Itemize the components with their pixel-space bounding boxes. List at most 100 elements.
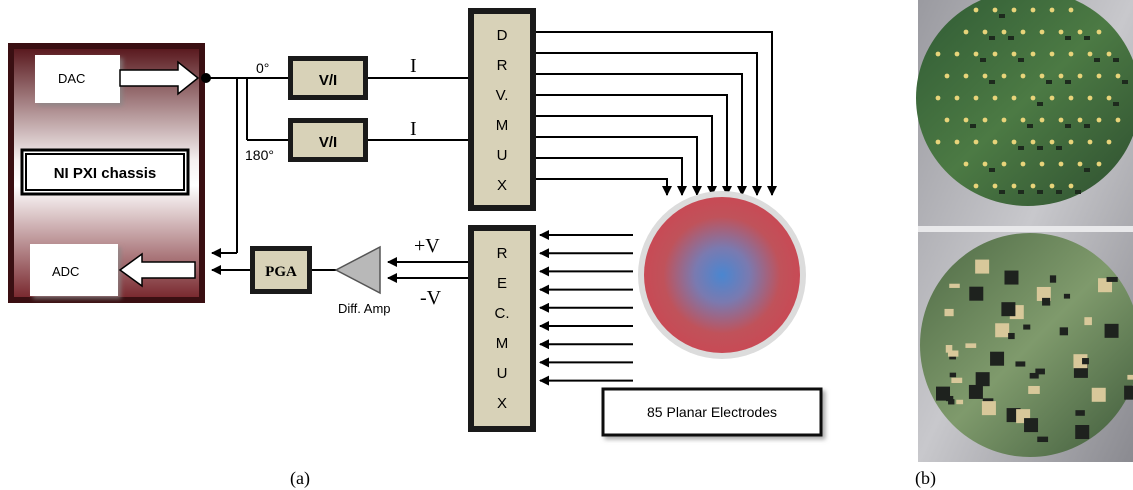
pcb-component	[1018, 190, 1024, 194]
drv-mux: DRV.MUX	[468, 8, 536, 211]
pcb-pad	[1068, 139, 1074, 145]
pcb-pad	[1011, 95, 1017, 101]
pcb-pad	[973, 95, 979, 101]
pcb-pad	[1077, 117, 1083, 123]
pcb-pad	[1049, 7, 1055, 13]
pcb-chip	[975, 372, 990, 387]
pcb-chip	[1024, 418, 1039, 433]
electrode-disc-face	[644, 197, 800, 353]
pcb-chip	[1028, 385, 1040, 394]
caption-b: (b)	[915, 468, 936, 489]
pcb-chip	[945, 345, 953, 353]
rec-mux-letters: REC.MUX	[495, 245, 510, 412]
rec-mux: REC.MUX	[468, 225, 536, 432]
pcb-component	[989, 80, 995, 84]
pcb-chip	[1023, 324, 1031, 330]
drv-mux-letter-3: M	[496, 117, 509, 134]
pcb-chip	[1049, 275, 1057, 283]
drv-mux-letter-0: D	[497, 27, 508, 44]
pcb-pad	[963, 161, 969, 167]
pcb-pad	[1001, 161, 1007, 167]
minus-v-label: -V	[420, 287, 442, 309]
pcb-chip	[956, 399, 964, 405]
pcb-pad	[1058, 29, 1064, 35]
drv-mux-letter-4: U	[497, 147, 508, 164]
rec-mux-letter-0: R	[497, 245, 508, 262]
pcb-pad	[935, 51, 941, 57]
pcb-chip	[944, 308, 954, 317]
pcb-pad	[1087, 51, 1093, 57]
pcb-chip	[1036, 286, 1051, 301]
pcb-chip	[1037, 436, 1049, 443]
pcb-pad	[973, 139, 979, 145]
pcb-pad	[1068, 95, 1074, 101]
pcb-chip	[1075, 410, 1085, 416]
pcb-component	[1084, 36, 1090, 40]
pcb-pad	[1001, 73, 1007, 79]
pcb-component	[1075, 190, 1081, 194]
pcb-pad	[992, 7, 998, 13]
electrode-disc	[638, 191, 806, 359]
pga-inner	[255, 251, 307, 289]
pcb-chip	[1008, 332, 1015, 340]
pcb-pad	[1096, 73, 1102, 79]
pcb-pad	[1030, 95, 1036, 101]
pcb-pad	[1039, 29, 1045, 35]
pcb-component	[1018, 58, 1024, 62]
pcb-chip	[1073, 354, 1088, 369]
pcb-bottom-components	[936, 259, 1133, 443]
pcb-chip	[1015, 361, 1026, 367]
pcb-pad	[1030, 183, 1036, 189]
pcb-chip	[990, 351, 1005, 366]
pcb-chip	[1059, 327, 1069, 336]
pcb-pad	[1077, 73, 1083, 79]
rec-input-lines	[539, 230, 633, 386]
pcb-pad	[1030, 139, 1036, 145]
pcb-pad	[1077, 161, 1083, 167]
pcb-chip	[1106, 276, 1118, 282]
drv-output-line	[536, 52, 762, 196]
adc-block	[30, 244, 118, 296]
pcb-pad	[1011, 7, 1017, 13]
dac-output-arrow	[119, 60, 200, 96]
pcb-pad	[1068, 51, 1074, 57]
electrodes-label-box: 85 Planar Electrodes	[601, 387, 823, 437]
pcb-component	[1037, 190, 1043, 194]
vi-block-top: V/I	[288, 56, 368, 100]
pcb-component	[1065, 36, 1071, 40]
dac-wiring	[201, 73, 288, 258]
drv-output-line	[536, 73, 747, 196]
pcb-pad	[982, 73, 988, 79]
diff-amp-label: Diff. Amp	[338, 301, 391, 316]
pcb-chip	[1063, 293, 1071, 299]
pcb-chip	[951, 377, 963, 384]
pga-label: PGA	[265, 264, 297, 280]
pcb-pad	[1096, 161, 1102, 167]
drv-output-line	[536, 31, 777, 196]
pcb-component	[970, 124, 976, 128]
drv-output-line	[536, 115, 717, 196]
pcb-chip	[982, 398, 994, 403]
pcb-pad	[992, 183, 998, 189]
chassis-label-inner	[25, 153, 185, 191]
pcb-component	[1018, 146, 1024, 150]
drv-output-line	[536, 94, 732, 196]
pcb-pad	[1058, 117, 1064, 123]
pcb-pad	[973, 183, 979, 189]
pcb-pad	[1068, 7, 1074, 13]
pcb-chip	[975, 259, 990, 274]
pcb-chip	[949, 283, 960, 288]
pcb-pad	[1039, 117, 1045, 123]
pcb-pad	[1049, 51, 1055, 57]
diff-amp-triangle	[334, 245, 381, 295]
dac-block	[35, 55, 120, 103]
vi-top-label: V/I	[319, 72, 337, 89]
pcb-pad	[1030, 7, 1036, 13]
pcb-chip	[1035, 368, 1045, 375]
pcb-component	[1122, 80, 1128, 84]
pcb-pad	[1011, 51, 1017, 57]
pcb-chip	[1004, 270, 1019, 285]
drv-mux-letters: DRV.MUX	[496, 27, 509, 194]
pcb-pad	[973, 51, 979, 57]
pcb-pad	[1049, 139, 1055, 145]
